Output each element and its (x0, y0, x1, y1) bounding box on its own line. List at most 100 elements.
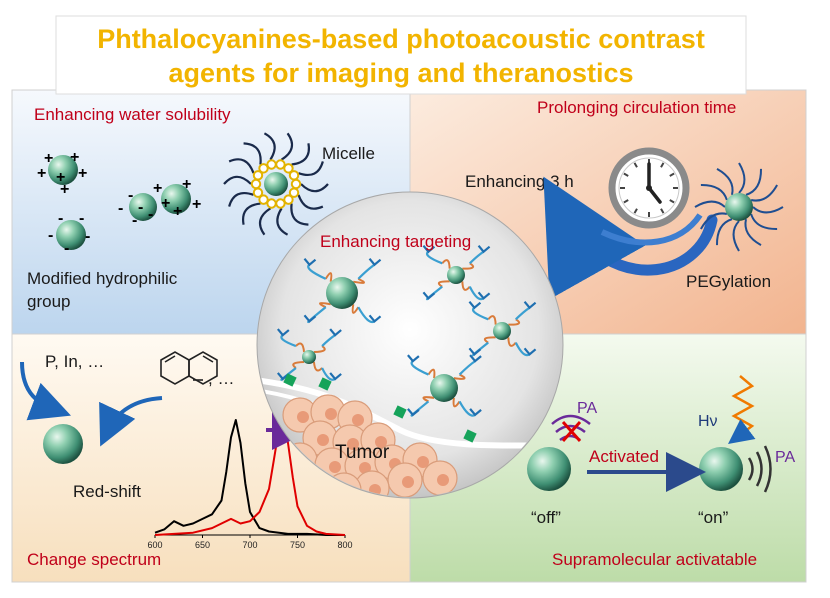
peg-tail (694, 200, 726, 208)
peg-tail (716, 168, 734, 196)
targeting-ligand (523, 300, 537, 310)
micelle-tail (291, 143, 311, 166)
micelle-tail (241, 202, 261, 225)
targeting-ligand (368, 258, 382, 267)
linker-chain (353, 277, 365, 284)
spectrum-tick-label: 700 (242, 540, 257, 550)
micelle-tail (298, 161, 324, 177)
svg-text:+: + (56, 169, 65, 186)
clock-tick (633, 162, 638, 168)
dopant-label: P, In, … (45, 352, 104, 371)
title-box (55, 15, 747, 95)
targeted-particle (447, 266, 465, 284)
ligand-chain (458, 360, 476, 376)
heading-water-solubility: Enhancing water solubility (34, 105, 231, 124)
clock-tick (669, 199, 675, 204)
svg-text:-: - (128, 187, 133, 204)
ring-suffix: , … (208, 369, 234, 388)
receptor (393, 405, 407, 419)
peg-tail (700, 183, 728, 201)
pa-on-label: PA (775, 449, 795, 466)
linker-chain (487, 315, 497, 325)
micelle-tail (297, 194, 324, 210)
svg-text:-: - (64, 240, 69, 257)
micelle-bead (258, 163, 269, 174)
linker-chain (507, 337, 517, 347)
heading-targeting: Enhancing targeting (320, 232, 471, 251)
linker-chain (295, 342, 306, 353)
targeting-ligand (276, 328, 290, 337)
targeting-ligand (468, 300, 482, 310)
micelle-bead (250, 178, 262, 190)
svg-text:+: + (182, 176, 191, 193)
targeting-ligand (303, 314, 317, 323)
linker-chain (462, 262, 475, 270)
linker-chain (427, 368, 436, 379)
peg-tail (715, 218, 733, 246)
tumor-cell-nucleus (417, 456, 429, 468)
tumor-cell-nucleus (352, 414, 364, 426)
targeting-ligand (477, 244, 491, 254)
peg-tail (752, 206, 784, 214)
off-sphere (527, 447, 571, 491)
peg-tail (738, 162, 746, 194)
tumor-cell-nucleus (297, 411, 309, 423)
off-label: “off” (531, 508, 561, 527)
micelle-tail (228, 191, 254, 207)
spectrum-tick-label: 650 (195, 540, 210, 550)
linker-chain (453, 373, 466, 380)
peg-tail (744, 218, 762, 246)
svg-text:+: + (70, 149, 79, 166)
targeting-ligand (329, 328, 342, 337)
heading-activatable: Supramolecular activatable (552, 550, 757, 569)
targeting-ligand (368, 314, 382, 323)
micelle-bead (283, 163, 294, 174)
clock-icon (608, 147, 690, 229)
svg-text:-: - (58, 210, 63, 227)
peg-tail (700, 212, 728, 230)
tumor-cell-nucleus (437, 474, 449, 486)
targeting-ligand (407, 408, 420, 417)
svg-text:+: + (161, 195, 170, 212)
sphere-positive-2 (161, 184, 191, 214)
group-label-1: Modified hydrophilic (27, 269, 178, 288)
svg-text:+: + (44, 150, 53, 167)
tumor-cell-nucleus (347, 438, 359, 450)
spectrum-tick-label: 750 (290, 540, 305, 550)
clock-tick (660, 162, 665, 168)
targeting-ligand (329, 372, 342, 381)
peg-tail (750, 184, 778, 202)
ligand-chain (357, 263, 376, 280)
svg-text:-: - (132, 212, 137, 229)
charged-spheres: +++ +++ +++ ++ --- -- --- -- (37, 149, 201, 257)
svg-text:+: + (173, 203, 182, 220)
svg-text:-: - (148, 206, 153, 223)
spectrum-tick-label: 600 (147, 540, 162, 550)
micelle-tail (243, 142, 262, 165)
naphthalene-icon (160, 351, 218, 385)
clock-tick (660, 208, 665, 214)
linker-chain (437, 280, 450, 288)
micelle-tail (263, 132, 276, 161)
linker-chain (292, 360, 305, 369)
linker-chain (324, 272, 333, 282)
title-line-2: agents for imaging and theranostics (168, 58, 633, 88)
svg-text:+: + (37, 165, 46, 182)
micelle-bead (290, 178, 302, 190)
heading-circulation: Prolonging circulation time (537, 98, 736, 117)
sphere-positive (48, 155, 78, 185)
spectrum-series-shifted (154, 421, 346, 536)
targeting-ligand (407, 354, 420, 363)
svg-text:+: + (153, 180, 162, 197)
circulation-arrow-inner (600, 213, 703, 246)
ligand-chain (469, 250, 485, 265)
ring-arrow (99, 396, 163, 447)
svg-text:-: - (48, 227, 53, 244)
micelle-bead (266, 198, 277, 209)
targeted-particle (493, 322, 511, 340)
heading-spectrum: Change spectrum (27, 550, 161, 569)
spectrum-series-original (154, 419, 345, 536)
targeted-particle (430, 374, 458, 402)
tumor-cell-nucleus (325, 408, 337, 420)
